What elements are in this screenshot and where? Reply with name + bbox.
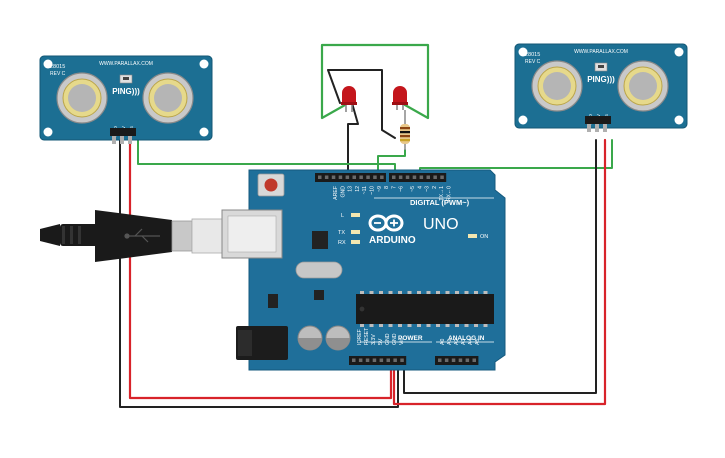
capacitor [297, 325, 323, 351]
arduino-brand-label: ARDUINO [369, 235, 416, 246]
red-led-right[interactable] [392, 86, 408, 110]
left-sensor-gnd-wire[interactable] [119, 139, 399, 408]
power-pin-header[interactable] [349, 356, 407, 365]
pin-label: 12 [355, 186, 361, 192]
sensor-url-label: WWW.PARALLAX.COM [99, 61, 153, 67]
arduino-model-label: UNO [423, 216, 459, 233]
svg-text:ON: ON [480, 234, 488, 240]
pin-label: A1 [447, 339, 453, 345]
microcontroller-chip [356, 291, 494, 327]
pin-label: A0 [440, 339, 446, 345]
pin-label: RX←0 [447, 186, 453, 201]
sensor-url-label: WWW.PARALLAX.COM [574, 49, 628, 55]
svg-text:L: L [341, 213, 344, 219]
reset-button[interactable] [257, 173, 285, 197]
sensor-brand-label: PING))) [112, 87, 140, 96]
pin-label: GND [340, 186, 346, 198]
left-sensor-5v-wire[interactable] [128, 138, 393, 400]
resistor-to-pin-wire[interactable] [377, 149, 406, 176]
transducer-icon [56, 72, 108, 124]
pin-label: AREF [333, 186, 339, 200]
sensor-board-label: 28015 [525, 52, 540, 58]
led-ground-wire[interactable] [327, 69, 396, 139]
sensor-rev-label: REV C [525, 59, 541, 65]
pin-label: Vin [399, 337, 405, 345]
power-header-label: POWER [398, 335, 423, 342]
pin-label: GND [392, 333, 398, 345]
transducer-icon [531, 60, 583, 112]
pin-label: ~10 [370, 186, 376, 195]
pin-label: 13 [348, 186, 354, 192]
digital-header-label: DIGITAL (PWM~) [410, 198, 470, 207]
resistor[interactable] [400, 110, 410, 150]
arduino-logo-icon [368, 214, 404, 232]
sensor-pin[interactable] [120, 136, 124, 144]
onboard-led-indicators: L TX RX [338, 213, 360, 246]
pin-label: 5V [378, 338, 384, 345]
red-led-left[interactable] [341, 86, 357, 112]
pin-label: RESET [364, 327, 370, 345]
sensor-rev-label: REV C [50, 71, 66, 77]
transducer-icon [142, 72, 194, 124]
sensor-brand-label: PING))) [587, 75, 615, 84]
right-sensor-5v-wire[interactable] [392, 138, 607, 406]
pin-label: 7 [391, 186, 397, 189]
sensor-pin[interactable] [603, 124, 607, 132]
pin-label: A4 [468, 339, 474, 345]
pin-label: A2 [454, 339, 460, 345]
right-sensor-gnd-wire[interactable] [403, 139, 597, 394]
pin-label: A5 [475, 339, 481, 345]
pin-label: 2 [432, 186, 438, 189]
sensor-pin[interactable] [587, 124, 591, 132]
pin-label: 8 [384, 186, 390, 189]
pin-label: ~9 [377, 186, 383, 192]
svg-text:RX: RX [338, 240, 346, 246]
power-on-led: ON [468, 234, 488, 240]
analog-pin-header[interactable] [435, 356, 479, 365]
pin-label: ~3 [425, 186, 431, 192]
led-loop-wire[interactable] [320, 43, 430, 120]
pin-label: ~11 [362, 186, 368, 195]
digital-pin-header[interactable] [315, 173, 447, 182]
capacitor [325, 325, 351, 351]
usb-symbol-icon [124, 228, 160, 243]
wires [119, 43, 613, 408]
svg-text:TX: TX [338, 230, 345, 236]
pin-label: IOREF [357, 329, 363, 345]
pin-label: ~5 [410, 186, 416, 192]
sensor-board-label: 28015 [50, 64, 65, 70]
pin-label: ~6 [399, 186, 405, 192]
sensor-pin[interactable] [128, 136, 132, 144]
transducer-icon [617, 60, 669, 112]
arduino-uno-board[interactable]: ARDUINO UNO DIGITAL (PWM~) L TX RX ON PO… [221, 169, 506, 371]
sensor-pin[interactable] [112, 136, 116, 144]
pin-label: A3 [461, 339, 467, 345]
led-cathode-wire[interactable] [347, 102, 359, 176]
usb-cable[interactable] [40, 210, 223, 262]
analog-header-label: ANALOG IN [448, 335, 485, 342]
sensor-pin[interactable] [595, 124, 599, 132]
pin-label: TX→1 [439, 186, 445, 201]
pin-label: GND [385, 333, 391, 345]
pin-label: 3.3V [371, 334, 377, 345]
crystal-oscillator [295, 261, 343, 279]
pin-label: 4 [417, 186, 423, 189]
